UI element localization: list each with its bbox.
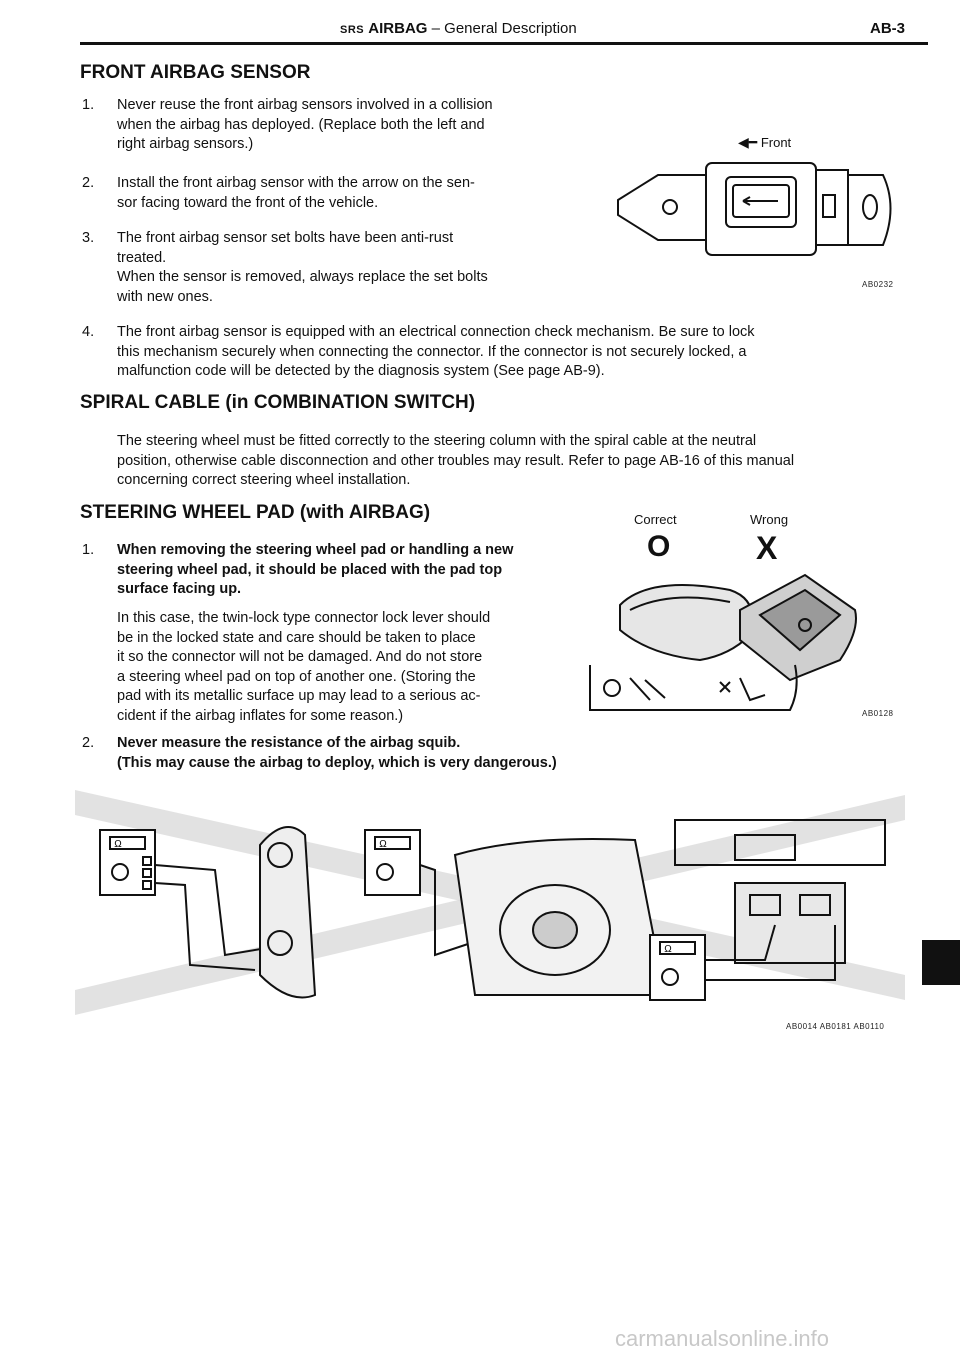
front-sensor-illustration [617, 162, 892, 256]
figure-code-ab0128: AB0128 [862, 709, 894, 718]
spiral-cable-heading: SPIRAL CABLE (in COMBINATION SWITCH) [80, 392, 476, 413]
wrong-mark-icon: X [756, 530, 778, 566]
wheel-pad-heading: STEERING WHEEL PAD (with AIRBAG) [80, 502, 431, 523]
ohmmeter-left-symbol: Ω [114, 839, 122, 850]
front-arrow-label: ◀━ Front [738, 134, 792, 150]
front-arrow-icon: ◀━ [738, 134, 758, 150]
wheel-pad-item-1-details: In this case, the twin-lock type connect… [117, 610, 491, 724]
page-header-title: SRS AIRBAG – General Description [340, 20, 577, 37]
correct-mark-icon: O [647, 530, 671, 563]
ohmmeter-middle-symbol: Ω [379, 839, 387, 850]
front-sensor-heading: FRONT AIRBAG SENSOR [80, 62, 311, 83]
header-title: AIRBAG [368, 20, 428, 37]
footer-watermark: carmanualsonline.info [615, 1326, 830, 1351]
figure-code-bottom: AB0014 AB0181 AB0110 [786, 1022, 885, 1031]
squib-warning-illustration: Ω Ω Ω [75, 790, 905, 1015]
header-prefix: SRS [340, 24, 365, 36]
wheel-pad-illustration [589, 573, 857, 711]
spiral-cable-paragraph: The steering wheel must be fitted correc… [117, 433, 795, 488]
header-subtitle: – General Description [431, 20, 577, 37]
correct-label: Correct [634, 512, 677, 527]
ohmmeter-right-symbol: Ω [664, 944, 672, 955]
figure-code-ab0232: AB0232 [862, 280, 894, 289]
header-rule [80, 42, 928, 45]
wrong-label: Wrong [750, 512, 789, 527]
page-code: AB-3 [870, 20, 906, 37]
section-tab-marker [922, 940, 960, 985]
